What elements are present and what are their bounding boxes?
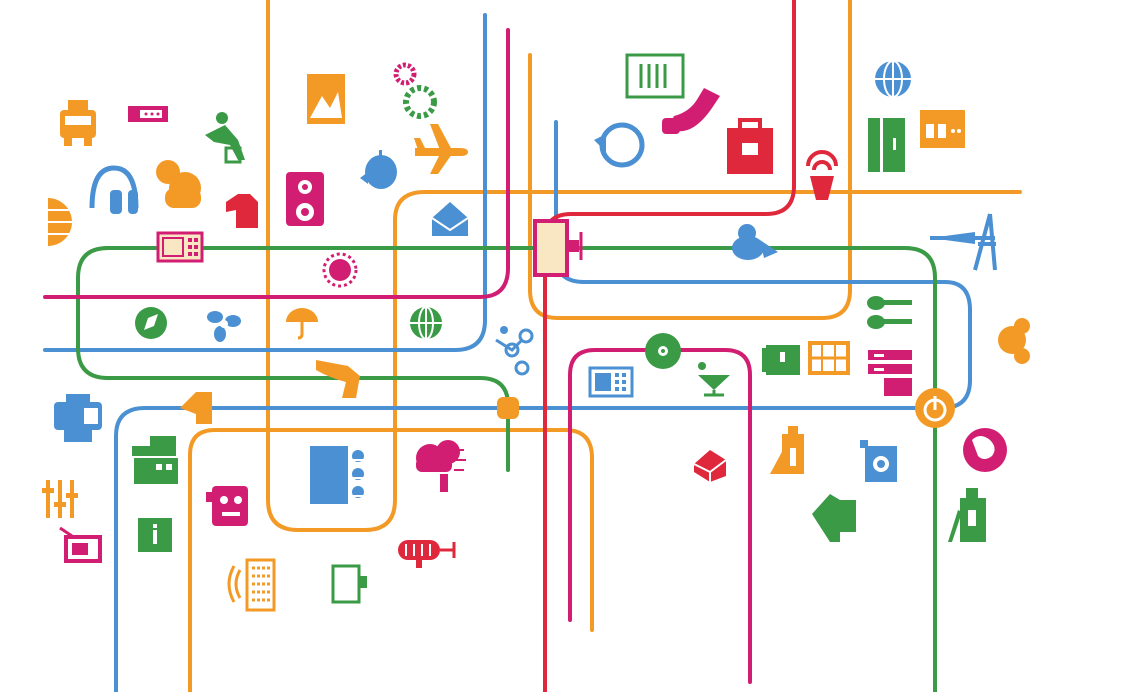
fan-icon [207, 311, 241, 342]
cloud-rain-icon [732, 224, 778, 260]
taxi-icon [60, 100, 96, 146]
calculator-icon [588, 366, 634, 398]
weather-icon [156, 160, 201, 208]
umbrella-icon [286, 308, 318, 340]
film-icon [808, 341, 850, 375]
fire-extinguisher-icon [948, 488, 986, 542]
gears-icon [393, 62, 437, 119]
filing-icon [868, 350, 912, 396]
projector-icon [310, 446, 366, 504]
junction-station [497, 397, 519, 419]
info-icon [138, 518, 172, 552]
orange-slice-icon [48, 198, 72, 246]
slide-icon [180, 392, 212, 424]
cutlery-icon [867, 296, 912, 329]
sync-icon [594, 122, 645, 168]
ticket-icon [128, 106, 168, 122]
microphone-icon [398, 540, 456, 568]
camera-icon [860, 440, 897, 482]
shop-icon [920, 110, 965, 148]
eiffel-tower-icon [930, 213, 997, 271]
earth-icon [963, 428, 1007, 472]
sun-icon [322, 252, 358, 288]
keyboard-icon [227, 558, 276, 612]
robot-icon [206, 486, 248, 526]
mixer-icon [42, 480, 78, 518]
printer-icon [54, 394, 102, 442]
orange-line [188, 0, 1022, 692]
bottle-icon [770, 426, 804, 474]
central-station [533, 219, 583, 277]
door-icon [868, 118, 905, 172]
gallery-icon [307, 74, 345, 124]
ball-icon [410, 306, 442, 340]
briefcase-icon [727, 118, 773, 174]
cd-icon [645, 333, 681, 369]
boat-icon [132, 436, 178, 484]
magenta-line [43, 28, 752, 684]
phone-icon [662, 88, 720, 134]
monitor-icon [331, 564, 367, 604]
apple-icon [360, 150, 397, 189]
compass-icon [135, 307, 167, 339]
speakers-icon [286, 172, 324, 226]
bicycle-icon [495, 326, 534, 376]
t-shirt-icon [812, 494, 856, 542]
globe-icon [875, 60, 911, 98]
high-heel-icon [316, 360, 360, 398]
power-station [915, 388, 955, 428]
blue-line [43, 13, 972, 692]
ticket-machine-station [156, 231, 204, 263]
airplane-icon [414, 124, 468, 174]
box-icon [762, 345, 800, 375]
cocktail-icon [698, 362, 730, 397]
tv-icon [59, 526, 102, 563]
shirt-icon [226, 194, 258, 228]
alarm-icon [806, 150, 838, 200]
rain-cloud-icon [416, 440, 466, 492]
orange-slice-right-icon [998, 318, 1030, 364]
green-line [76, 246, 937, 692]
cyclist-icon [205, 112, 245, 164]
headphones-icon [89, 165, 139, 214]
cube-icon [693, 450, 727, 482]
document-icon [625, 53, 685, 99]
envelope-icon [431, 202, 469, 236]
